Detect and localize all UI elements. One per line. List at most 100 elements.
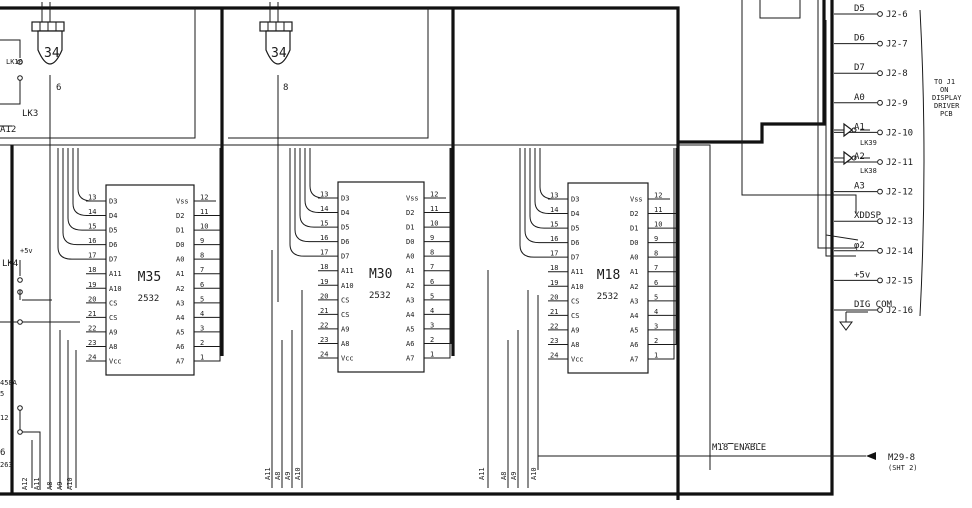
- chip-pin-label: A7: [176, 358, 184, 366]
- chip-pin-label: CS: [109, 299, 117, 307]
- connector-pin: [877, 307, 883, 313]
- chip-pin-number: 18: [550, 264, 558, 272]
- data-bus-wire: [670, 148, 677, 215]
- chip-pin-label: A8: [341, 340, 349, 348]
- data-bus-wire: [670, 148, 677, 316]
- chip-pin-label: A7: [406, 355, 414, 363]
- chip-pin-label: D4: [341, 209, 349, 217]
- data-bus-wire: [67, 148, 86, 231]
- data-bus-wire: [304, 148, 320, 214]
- bottom3-a8: A8: [500, 472, 508, 480]
- connector-pin: [877, 11, 883, 17]
- chip-pin-number: 9: [430, 234, 434, 242]
- chip-pin-number: 17: [550, 250, 558, 258]
- chip-pin-number: 23: [88, 339, 96, 347]
- m18-enable-label: M18 ENABLE: [712, 443, 766, 453]
- chip-pin-label: Vss: [630, 196, 643, 204]
- chip-pin-number: 1: [430, 351, 434, 359]
- data-bus-wire: [670, 148, 677, 345]
- chip-pin-label: A0: [176, 256, 184, 264]
- chip-pin-label: A1: [176, 270, 184, 278]
- enable-target-sheet: (SHT 2): [888, 464, 918, 472]
- connector-signal-label: DIG COM: [854, 300, 893, 310]
- data-bus-wire: [670, 148, 677, 331]
- data-bus-wire: [670, 148, 677, 258]
- note-line-3: DISPLAY: [932, 94, 962, 102]
- data-bus-wire: [72, 148, 88, 217]
- chip-pin-label: A10: [571, 283, 584, 291]
- data-bus-wire: [216, 148, 221, 275]
- chip-pin-number: 24: [88, 354, 96, 362]
- data-bus-wire: [77, 148, 93, 202]
- chip-pin-label: A4: [630, 312, 638, 320]
- chip-pin-number: 2: [200, 339, 204, 347]
- enable-target: M29-8: [888, 453, 915, 463]
- chip-pin-number: 2: [654, 337, 658, 345]
- chip-pin-label: A5: [406, 325, 414, 333]
- note-line-1: TO J1: [934, 78, 955, 86]
- chip-pin-label: A4: [406, 311, 414, 319]
- chip-pin-number: 6: [200, 281, 204, 289]
- chip-pin-number: 20: [320, 292, 328, 300]
- data-bus-wire: [670, 148, 675, 360]
- chip-pin-label: D3: [109, 198, 117, 206]
- chip-pin-label: A6: [406, 340, 414, 348]
- chip-pin-number: 12: [430, 191, 438, 199]
- chip-pin-number: 13: [88, 194, 96, 202]
- gate-left: 34 6: [31, 2, 65, 488]
- chip-pin-number: 13: [550, 192, 558, 200]
- chip-pin-number: 23: [550, 337, 558, 345]
- chip-pin-label: D1: [630, 225, 638, 233]
- chip-pin-label: D7: [571, 254, 579, 262]
- chip-pin-label: D7: [341, 253, 349, 261]
- chip-pin-label: D1: [176, 227, 184, 235]
- chip-pin-label: A11: [571, 268, 584, 276]
- data-bus-wire: [216, 148, 221, 333]
- note-line-2: ON: [940, 86, 948, 94]
- chip-pin-number: 9: [200, 237, 204, 245]
- data-bus-wire: [216, 148, 221, 362]
- connector-pin: [877, 188, 883, 195]
- a12-label: A12: [0, 125, 16, 135]
- connector-pin-label: J2-8: [886, 69, 908, 79]
- chip-pin-number: 16: [550, 235, 558, 243]
- chip-pin-label: A8: [571, 341, 579, 349]
- chip-pin-number: 16: [88, 237, 96, 245]
- chip-pin-label: A5: [176, 328, 184, 336]
- connector-pin-label: J2-13: [886, 217, 913, 227]
- chip-pin-label: Vss: [406, 195, 419, 203]
- chip-pin-label: A3: [176, 299, 184, 307]
- data-bus-wire: [534, 148, 550, 215]
- chip-pin-label: D4: [571, 210, 579, 218]
- jumper-links: LK39 LK38: [834, 122, 877, 175]
- data-bus-wire: [57, 148, 86, 260]
- lk3-label: LK3: [22, 109, 38, 119]
- connector-signal-label: D6: [854, 34, 865, 44]
- chip-pin-number: 14: [88, 208, 96, 216]
- data-bus-wire: [670, 148, 677, 273]
- chip-body: [337, 181, 425, 373]
- chip-pin-label: Vss: [176, 198, 189, 206]
- bottom1-a12: A12: [21, 477, 29, 490]
- chip-pin-number: 4: [200, 310, 204, 318]
- chip-body: [105, 184, 195, 376]
- chip-pin-number: 3: [200, 324, 204, 332]
- chip-pin-number: 5: [430, 292, 434, 300]
- chip-pin-number: 9: [654, 235, 658, 243]
- lk39-label: LK39: [860, 139, 877, 147]
- chip-pin-label: D6: [109, 241, 117, 249]
- left-6: 6: [0, 448, 5, 458]
- chip-pin-number: 24: [320, 351, 328, 359]
- connector-note: TO J1 ON DISPLAY DRIVER PCB: [919, 9, 962, 317]
- chip-pin-label: A3: [406, 296, 414, 304]
- connector-pin-label: J2-10: [886, 128, 913, 138]
- data-bus-wire: [216, 148, 221, 217]
- left-263: 263: [0, 461, 13, 469]
- chip-pin-number: 6: [430, 278, 434, 286]
- chip-pin-number: 11: [430, 205, 438, 213]
- chip-pin-label: CS: [341, 311, 349, 319]
- data-bus-wire: [529, 148, 548, 229]
- note-line-4: DRIVER: [934, 102, 960, 110]
- connector-signal-label: φ2: [854, 241, 865, 251]
